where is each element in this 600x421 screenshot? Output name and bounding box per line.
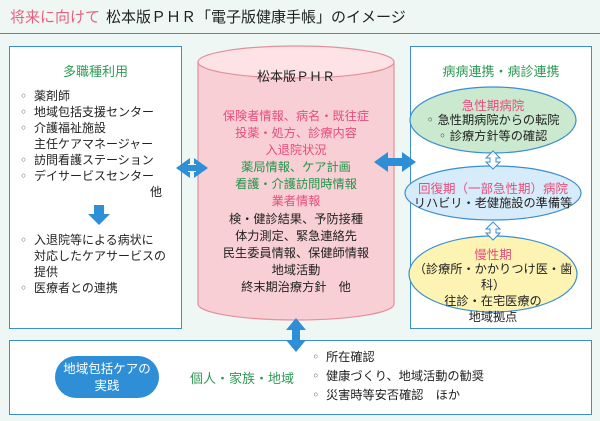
- phr-info-line: 薬局情報、ケア計画: [241, 160, 351, 175]
- title-divider: [0, 33, 600, 34]
- list-item: 介護福祉施設: [20, 120, 180, 136]
- center-bottom-double-arrow: [286, 318, 306, 352]
- list-item: 入退院等による病状に: [20, 232, 180, 248]
- phr-info-line: 民生委員情報、保健師情報: [222, 245, 370, 260]
- individual-family-community-label: 個人・家族・地域: [190, 372, 295, 387]
- right-panel-title: 病病連携・病診連携: [442, 65, 560, 80]
- left-panel-title: 多職種利用: [62, 65, 128, 80]
- recovery-lines: リハビリ・老健施設の準備等: [405, 195, 581, 211]
- list-item: 健康づくり、地域活動の勧奨: [312, 367, 572, 386]
- phr-database-cylinder: [197, 45, 395, 321]
- acute-recovery-updown-arrow: [484, 150, 502, 170]
- title-prefix: 将来に向けて: [10, 8, 101, 26]
- list-item: 医療者との連携: [20, 280, 180, 296]
- list-item: 他: [149, 185, 162, 199]
- ellipse-text-line: 地域拠点: [468, 310, 518, 324]
- left-center-double-arrow: [176, 158, 208, 178]
- phr-info-line: 検・健診結果、予防接種: [228, 211, 364, 226]
- title-main: 松本版ＰＨＲ「電子版健康手帳」のイメージ: [106, 8, 406, 26]
- list-item: 災害時等安否確認 ほか: [312, 386, 572, 405]
- list-item: 提供: [34, 265, 59, 279]
- phr-title: 松本版ＰＨＲ: [256, 70, 335, 85]
- center-right-double-arrow: [374, 152, 416, 172]
- list-item: デイサービスセンター: [20, 168, 180, 184]
- acute-lines: ◦ 急性期病院からの転院 ◦ 診療方針等の確認: [410, 112, 576, 144]
- community-care-badge: 地域包括ケアの 実践: [55, 356, 159, 398]
- ellipse-text-line: ◦ 急性期病院からの転院: [426, 113, 560, 127]
- recovery-title: 回復期（一部急性期）病院: [417, 181, 568, 196]
- phr-info-line: 体力測定、緊急連絡先: [235, 228, 357, 243]
- left-bottom-list: 入退院等による病状に対応したケアサービスの提供医療者との連携: [20, 232, 180, 296]
- phr-info-line: 入退院状況: [265, 143, 327, 158]
- ellipse-text-line: リハビリ・老健施設の準備等: [413, 196, 573, 210]
- phr-info-line: 終末期治療方針 他: [241, 279, 351, 294]
- pill-line1: 地域包括ケアの: [63, 361, 151, 376]
- left-top-list: 薬剤師地域包括支援センター介護福祉施設主任ケアマネージャー訪問看護ステーションデ…: [20, 88, 180, 200]
- ellipse-text-line: ◦ 診療方針等の確認: [438, 129, 548, 143]
- left-panel-down-arrow: [88, 205, 110, 225]
- list-item: 地域包括支援センター: [20, 104, 180, 120]
- phr-info-line: 看護・介護訪問時情報: [235, 177, 357, 192]
- phr-info-line: 保険者情報、病名・既往症: [222, 109, 370, 123]
- phr-info-list: 保険者情報、病名・既往症投薬・処方、診療内容入退院状況薬局情報、ケア計画看護・介…: [198, 108, 394, 296]
- phr-info-line: 業者情報: [271, 194, 321, 209]
- list-item: 訪問看護ステーション: [20, 152, 180, 168]
- page-title: 将来に向けて松本版ＰＨＲ「電子版健康手帳」のイメージ: [10, 6, 406, 27]
- list-item: 所在確認: [312, 348, 572, 367]
- phr-info-line: 投薬・処方、診療内容: [235, 126, 357, 141]
- pill-line2: 実践: [94, 378, 120, 393]
- phr-info-line: 地域活動: [271, 262, 321, 277]
- ellipse-text-line: （診療所・かかりつけ医・歯科）: [413, 262, 573, 292]
- list-item: 対応したケアサービスの: [34, 249, 167, 263]
- recovery-chronic-updown-arrow: [484, 221, 502, 241]
- chronic-title: 慢性期: [474, 247, 512, 262]
- bottom-list: 所在確認健康づくり、地域活動の勧奨災害時等安否確認 ほか: [312, 348, 572, 405]
- acute-title: 急性期病院: [461, 98, 525, 113]
- list-item: 主任ケアマネージャー: [34, 137, 154, 151]
- chronic-lines: （診療所・かかりつけ医・歯科） 往診・在宅医療の地域拠点: [409, 261, 577, 325]
- ellipse-text-line: 往診・在宅医療の: [444, 294, 542, 308]
- list-item: 薬剤師: [20, 88, 180, 104]
